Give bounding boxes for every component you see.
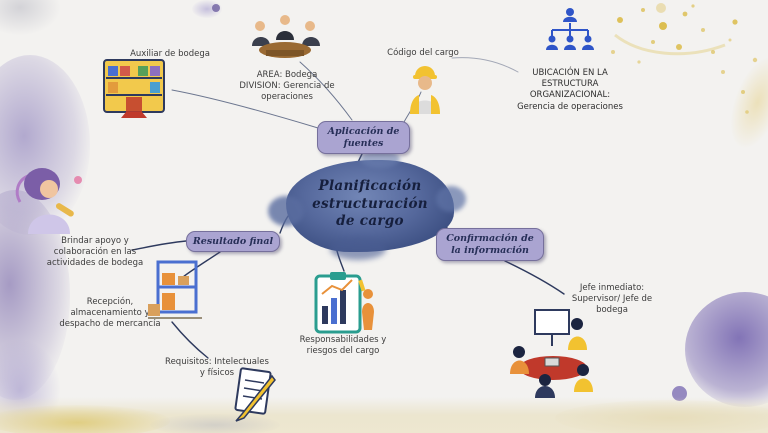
label-codigo-del-cargo: Código del cargo xyxy=(387,48,459,58)
worker-helmet-icon xyxy=(402,62,448,116)
watercolor-purple-left-low xyxy=(0,340,60,433)
team-meeting-icon xyxy=(505,306,605,398)
watercolor-purple-bottom-right xyxy=(685,292,768,407)
node-aplicacion-de-fuentes: Aplicación de fuentes xyxy=(317,121,410,154)
center-topic-title: Planificación estructuración de cargo xyxy=(312,178,428,230)
edge-recepcion-requisitos xyxy=(171,321,209,359)
watercolor-cream-bottom-right xyxy=(555,400,768,433)
watercolor-yellow-bottom-left xyxy=(0,405,170,433)
watercolor-lavender-top-dot xyxy=(192,0,222,18)
label-recepcion-almacenamiento: Recepción, almacenamiento y despacho de … xyxy=(59,297,161,330)
meeting-table-icon xyxy=(246,12,324,60)
node-confirmacion-informacion: Confirmación de la información xyxy=(436,228,544,261)
label-brindar-apoyo: Brindar apoyo y colaboración en las acti… xyxy=(46,236,144,269)
checklist-pencil-icon xyxy=(228,366,280,422)
watercolor-purple-bottom-right-dot xyxy=(672,386,687,401)
storage-shelf-icon xyxy=(146,260,204,322)
edge-center-aplicacion xyxy=(354,153,363,171)
center-blob-splash-bottom xyxy=(330,238,386,260)
warehouse-rack-icon xyxy=(100,58,168,118)
label-jefe-inmediato: Jefe inmediato: Supervisor/ Jefe de bode… xyxy=(571,283,653,316)
watercolor-gray-corner xyxy=(0,0,60,35)
watercolor-gold-right-streak xyxy=(720,50,768,155)
watercolor-purple-top-dot xyxy=(212,4,220,12)
label-area-division: AREA: Bodega DIVISION: Gerencia de opera… xyxy=(239,70,335,103)
watercolor-cream-bottom-band xyxy=(0,397,768,433)
node-resultado-final: Resultado final xyxy=(186,231,280,252)
clipboard-chart-icon xyxy=(310,270,382,338)
label-ubicacion-estructura: UBICACIÓN EN LA ESTRUCTURA ORGANIZACIONA… xyxy=(517,68,623,112)
edge-center-clipboard xyxy=(335,246,345,272)
org-chart-icon xyxy=(544,6,596,58)
person-writing-icon xyxy=(12,162,92,240)
label-responsabilidades: Responsabilidades y riesgos del cargo xyxy=(299,335,387,357)
label-requisitos: Requisitos: Intelectuales y físicos xyxy=(165,357,269,379)
label-auxiliar-de-bodega: Auxiliar de bodega xyxy=(130,49,210,59)
